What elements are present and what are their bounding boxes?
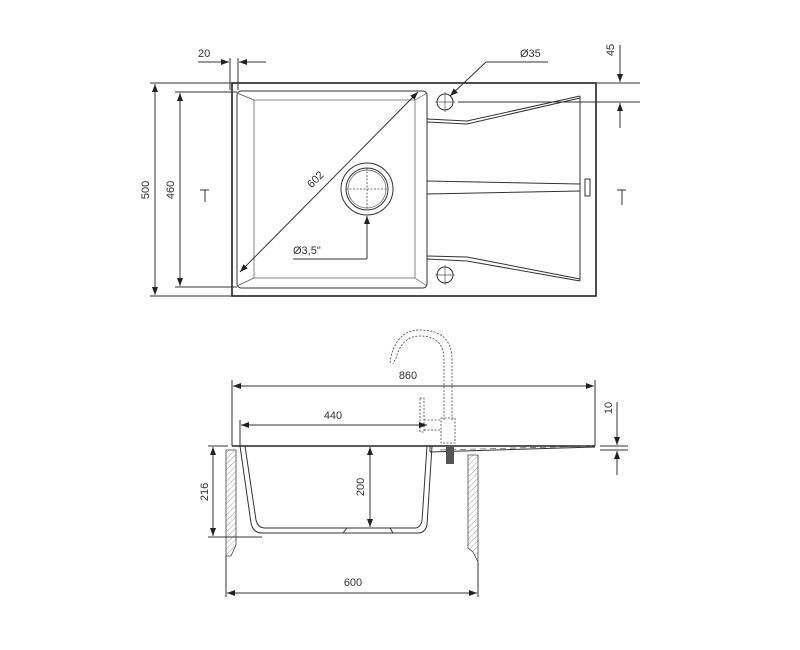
- cabinet-wall-left: [225, 449, 237, 557]
- dim-lip: 20: [198, 48, 210, 60]
- faucet-nut-icon: [446, 446, 454, 464]
- dim-total-height: 216: [199, 483, 211, 501]
- dim-bowl-width: 440: [324, 410, 342, 422]
- side-view: 860 440 10 216 200 600: [199, 329, 628, 597]
- dim-tap-hole: Ø35: [520, 48, 541, 60]
- cabinet-wall-right: [467, 454, 479, 563]
- faucet-icon: [389, 329, 456, 444]
- dim-outer-depth: 500: [140, 181, 152, 199]
- tap-hole-icon: [435, 265, 455, 285]
- section-mark-icon: [617, 189, 626, 205]
- dim-total-width: 860: [399, 370, 417, 382]
- sink-outline: [231, 82, 597, 297]
- drain-icon: [340, 162, 394, 216]
- dim-bowl-height: 200: [355, 478, 367, 496]
- section-mark-icon: [200, 189, 209, 202]
- bowl-inner: [253, 99, 416, 279]
- dim-drainer-height: 10: [603, 402, 615, 414]
- tap-hole-icon: [435, 92, 455, 112]
- dim-drain: Ø3,5": [293, 245, 321, 257]
- dim-bowl-depth: 460: [165, 181, 177, 199]
- dim-cabinet: 600: [344, 577, 362, 589]
- bowl-outer: [236, 90, 428, 289]
- overflow-icon: [584, 178, 591, 197]
- dim-tap-offset: 45: [605, 44, 617, 56]
- drainer: [426, 95, 591, 282]
- top-view: 500 460 20 Ø35 45 602 Ø3,5": [140, 44, 640, 297]
- bowl-section: [239, 445, 433, 534]
